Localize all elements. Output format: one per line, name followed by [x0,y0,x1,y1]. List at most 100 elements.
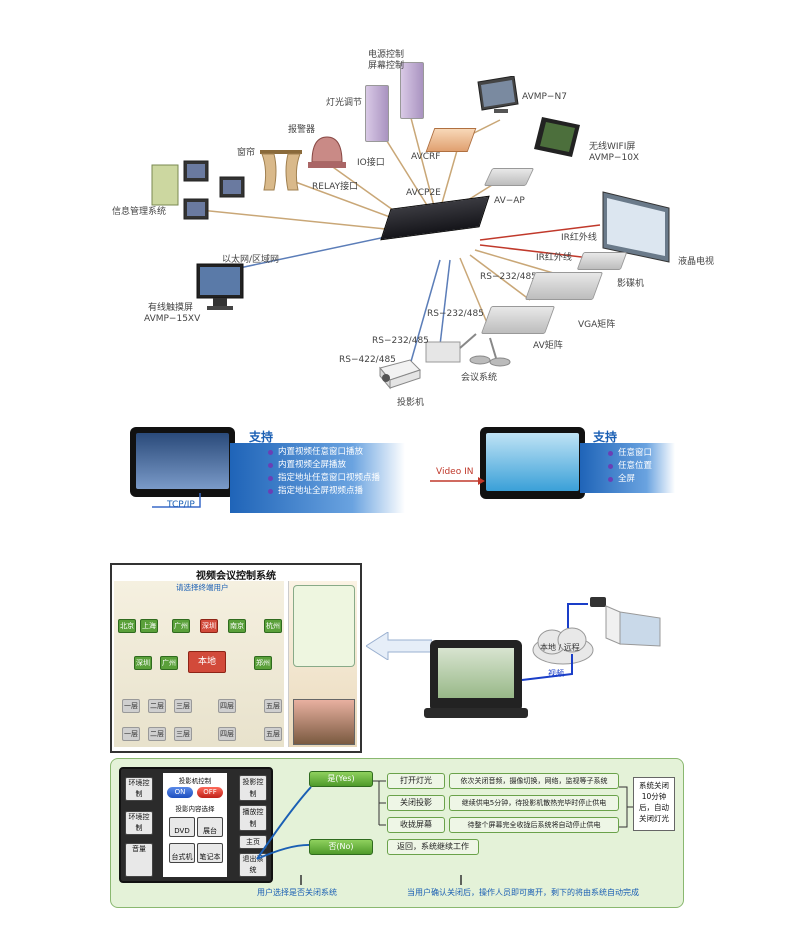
av-ap-label: AV−AP [494,196,525,206]
source-visualizer[interactable]: 展台 [197,817,223,837]
remote-control: 投影机控制 ON OFF 投影内容选择 DVD 展台 台式机 笔记本 环境控制 … [119,767,273,883]
vconf-subtitle: 请选择终端用户 [176,583,229,592]
no-pill[interactable]: 否(No) [309,839,373,855]
dvd-player-device [576,252,628,270]
remote-title: 投影机控制 [178,777,212,785]
vconf-title: 视频会议控制系统 [196,571,276,582]
support-left-title: 支持 [249,430,274,444]
vga-label: VGA矩阵 [578,320,616,330]
flow-connectors [256,780,635,885]
video-in-arrow [430,477,485,485]
left-btn-volume[interactable]: 音量 [125,843,153,877]
avcp2e-label: AVCP2E [406,188,441,198]
cloud-label: 本地 / 远程 [540,643,580,652]
yes-pill[interactable]: 是(Yes) [309,771,373,787]
rs232-label-2: RS−232/485 [427,309,484,319]
vconf-photo [293,699,355,745]
rs232-label-1: RS−232/485 [480,272,537,282]
action-open-light: 打开灯光 [387,773,445,789]
rs422-label: RS−422/485 [339,355,396,365]
wifi-screen-label: 无线WIFI屏 [589,142,636,152]
support-right-item: 任意窗口 [606,447,652,460]
vconf-side-controls [288,581,357,747]
vconf-center-node[interactable]: 本地 [188,651,226,673]
left-btn-env2[interactable]: 环境控制 [125,811,153,835]
ir-label-2: IR红外线 [536,253,572,263]
support-right-list: 任意窗口 任意位置 全屏 [606,447,652,486]
vconf-node[interactable]: 一层 [122,699,140,713]
vconf-node[interactable]: 广州 [172,619,190,633]
vconf-node[interactable]: 四层 [218,699,236,713]
vconf-node[interactable]: 三层 [174,699,192,713]
vconf-node[interactable]: 五层 [264,727,282,741]
support-right-panel: 支持 任意窗口 任意位置 全屏 Video IN [430,425,680,515]
av-ap-device [483,168,535,186]
remote-screens [605,605,661,647]
support-left-list: 内置视频任意窗口播放 内置视频全屏播放 指定地址任意窗口视频点播 指定地址全屏视… [266,446,380,498]
vconf-node[interactable]: 四层 [218,727,236,741]
topology-diagram: 电源控制 屏幕控制 灯光调节 报警器 IO接口 窗帘 RELAY接口 AVCRF… [0,0,800,410]
conf-sys-label: 会议系统 [461,373,498,383]
touch-panel-device [130,427,235,497]
action-close-projector: 关闭投影 [387,795,445,811]
support-left-panel: 支持 内置视频任意窗口播放 内置视频全屏播放 指定地址任意窗口视频点播 指定地址… [130,425,410,515]
support-left-item: 内置视频全屏播放 [266,459,380,472]
ir-label-1: IR红外线 [561,233,597,243]
flow-panel: 投影机控制 ON OFF 投影内容选择 DVD 展台 台式机 笔记本 环境控制 … [110,758,684,908]
source-title: 投影内容选择 [175,805,215,813]
on-button[interactable]: ON [167,787,193,798]
vconf-node[interactable]: 南京 [228,619,246,633]
left-btn-env1[interactable]: 环境控制 [125,777,153,801]
support-left-item: 指定地址任意窗口视频点播 [266,472,380,485]
right-btn-projector[interactable]: 投影控制 [239,775,267,801]
camera-icon [590,597,606,607]
power-control-label: 电源控制 [368,50,405,60]
vconf-node[interactable]: 深圳 [134,656,152,670]
light-label: 灯光调节 [326,98,363,108]
no-action: 返回，系统继续工作 [387,839,479,855]
vconf-node[interactable]: 五层 [264,699,282,713]
avmp-n7-monitor [477,76,519,113]
projector-icon [379,359,421,390]
vconf-node[interactable]: 上海 [140,619,158,633]
support-left-bg [230,443,405,513]
relay-label: RELAY接口 [312,182,359,192]
conference-system-icon [425,333,511,367]
right-btn-play[interactable]: 播放控制 [239,805,267,831]
bottom-left-caption: 用户选择是否关闭系统 [257,888,337,897]
right-btn-home[interactable]: 主页 [239,835,267,849]
off-button[interactable]: OFF [197,787,223,798]
avcrf-device [425,128,477,152]
screen-control-label: 屏幕控制 [368,61,405,71]
result-1: 依次关闭音频，摄像切换，网络，监视等子系统 [449,773,619,789]
source-desktop[interactable]: 台式机 [169,843,195,863]
conference-tablet [430,640,522,712]
vconf-node[interactable]: 二层 [148,699,166,713]
lcd-tv-label: 液晶电视 [678,257,715,267]
support-right-bg [580,443,675,493]
result-3: 待整个屏幕完全收拢后系统将自动停止供电 [449,817,619,833]
avmp-10x-label: AVMP−10X [589,153,640,163]
power-control-unit [400,62,424,119]
vconf-node[interactable]: 北京 [118,619,136,633]
io-label: IO接口 [357,158,385,168]
support-left-item: 指定地址全屏视频点播 [266,485,380,498]
vconf-node[interactable]: 一层 [122,727,140,741]
vconf-node[interactable]: 杭州 [264,619,282,633]
source-laptop[interactable]: 笔记本 [197,843,223,863]
support-right-item: 任意位置 [606,460,652,473]
source-dvd[interactable]: DVD [169,817,195,837]
vconf-node[interactable]: 广州 [160,656,178,670]
vconf-node[interactable]: 深圳 [200,619,218,633]
avmp-15xv-label: AVMP−15XV [144,314,201,324]
tablet-stand [424,708,528,718]
vconf-node[interactable]: 二层 [148,727,166,741]
vconf-node[interactable]: 三层 [174,727,192,741]
vconf-area: 请选择终端用户 北京 上海 广州 深圳 南京 杭州 深圳 广州 本地 郑州 一层… [114,581,284,747]
ethernet-label: 以太网/区域网 [222,255,280,265]
rs232-label-3: RS−232/485 [372,336,429,346]
av-matrix-label: AV矩阵 [533,341,563,351]
support-right-title: 支持 [593,430,618,444]
vconf-node[interactable]: 郑州 [254,656,272,670]
cloud-icon [532,627,594,665]
